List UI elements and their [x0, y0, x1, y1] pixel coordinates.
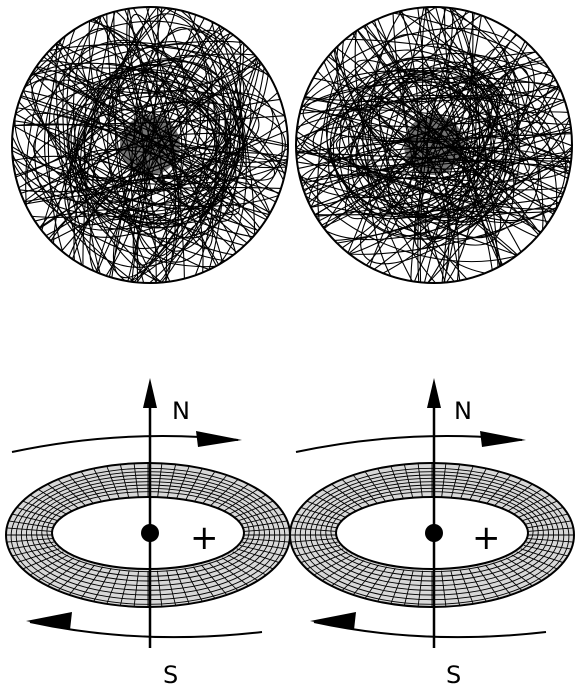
- bottom-arrowhead-right: [310, 612, 356, 630]
- north-arrowhead-left: [143, 378, 157, 408]
- top-arrowhead-left: [196, 431, 242, 447]
- orbit-disc-right: [206, 0, 581, 371]
- top-arrowhead-right: [480, 431, 526, 447]
- tangled-orbit-discs: [0, 0, 581, 371]
- torus-panel-right: N S +: [290, 378, 574, 687]
- center-dot-right: [425, 524, 443, 542]
- north-label-left: N: [172, 397, 190, 425]
- north-label-right: N: [454, 397, 472, 425]
- north-arrowhead-right: [427, 378, 441, 408]
- bottom-arrowhead-left: [26, 612, 72, 630]
- torus-panel-left: N S +: [6, 378, 290, 687]
- south-label-left: S: [163, 661, 178, 687]
- center-dot-left: [141, 524, 159, 542]
- charge-symbol-left: +: [190, 518, 219, 558]
- charge-symbol-right: +: [472, 518, 501, 558]
- south-label-right: S: [446, 661, 461, 687]
